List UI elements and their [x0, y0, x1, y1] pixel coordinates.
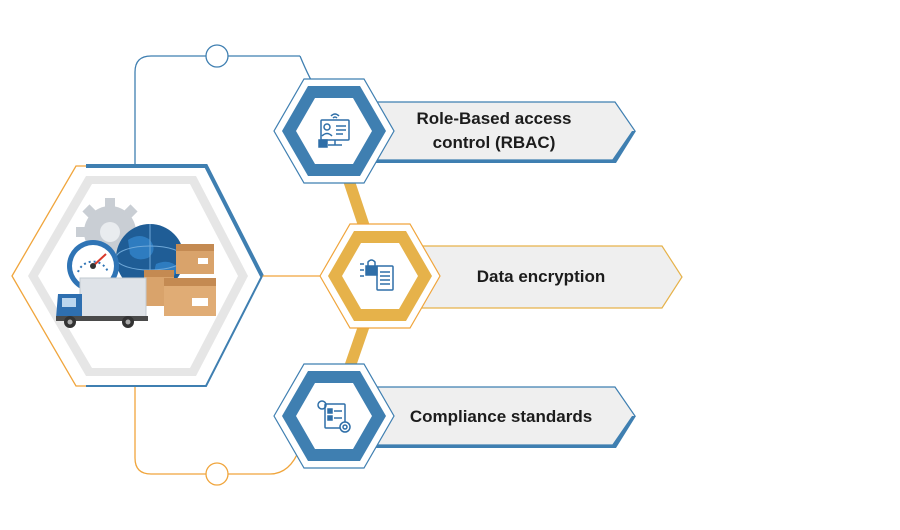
top-connector-line [134, 55, 300, 165]
delivery-truck-icon [56, 277, 148, 328]
connector-lines [134, 44, 330, 486]
bottom-connector-node [205, 462, 229, 486]
compliance-label: Compliance standards [409, 407, 593, 426]
cardboard-boxes-icon [144, 244, 216, 316]
top-connector-node [205, 44, 229, 68]
rbac-label: Role-Based access control (RBAC) [416, 109, 572, 152]
hex-node-compliance [273, 363, 395, 469]
banners [304, 101, 683, 448]
compliance-gear-checklist-icon [317, 400, 351, 433]
encryption-label: Data encryption [476, 267, 606, 286]
bottom-connector-line [134, 385, 301, 475]
encryption-lock-document-icon [360, 259, 394, 291]
logistics-illustration [56, 198, 216, 328]
rbac-user-monitor-icon [318, 113, 350, 148]
hex-node-rbac [273, 78, 395, 184]
